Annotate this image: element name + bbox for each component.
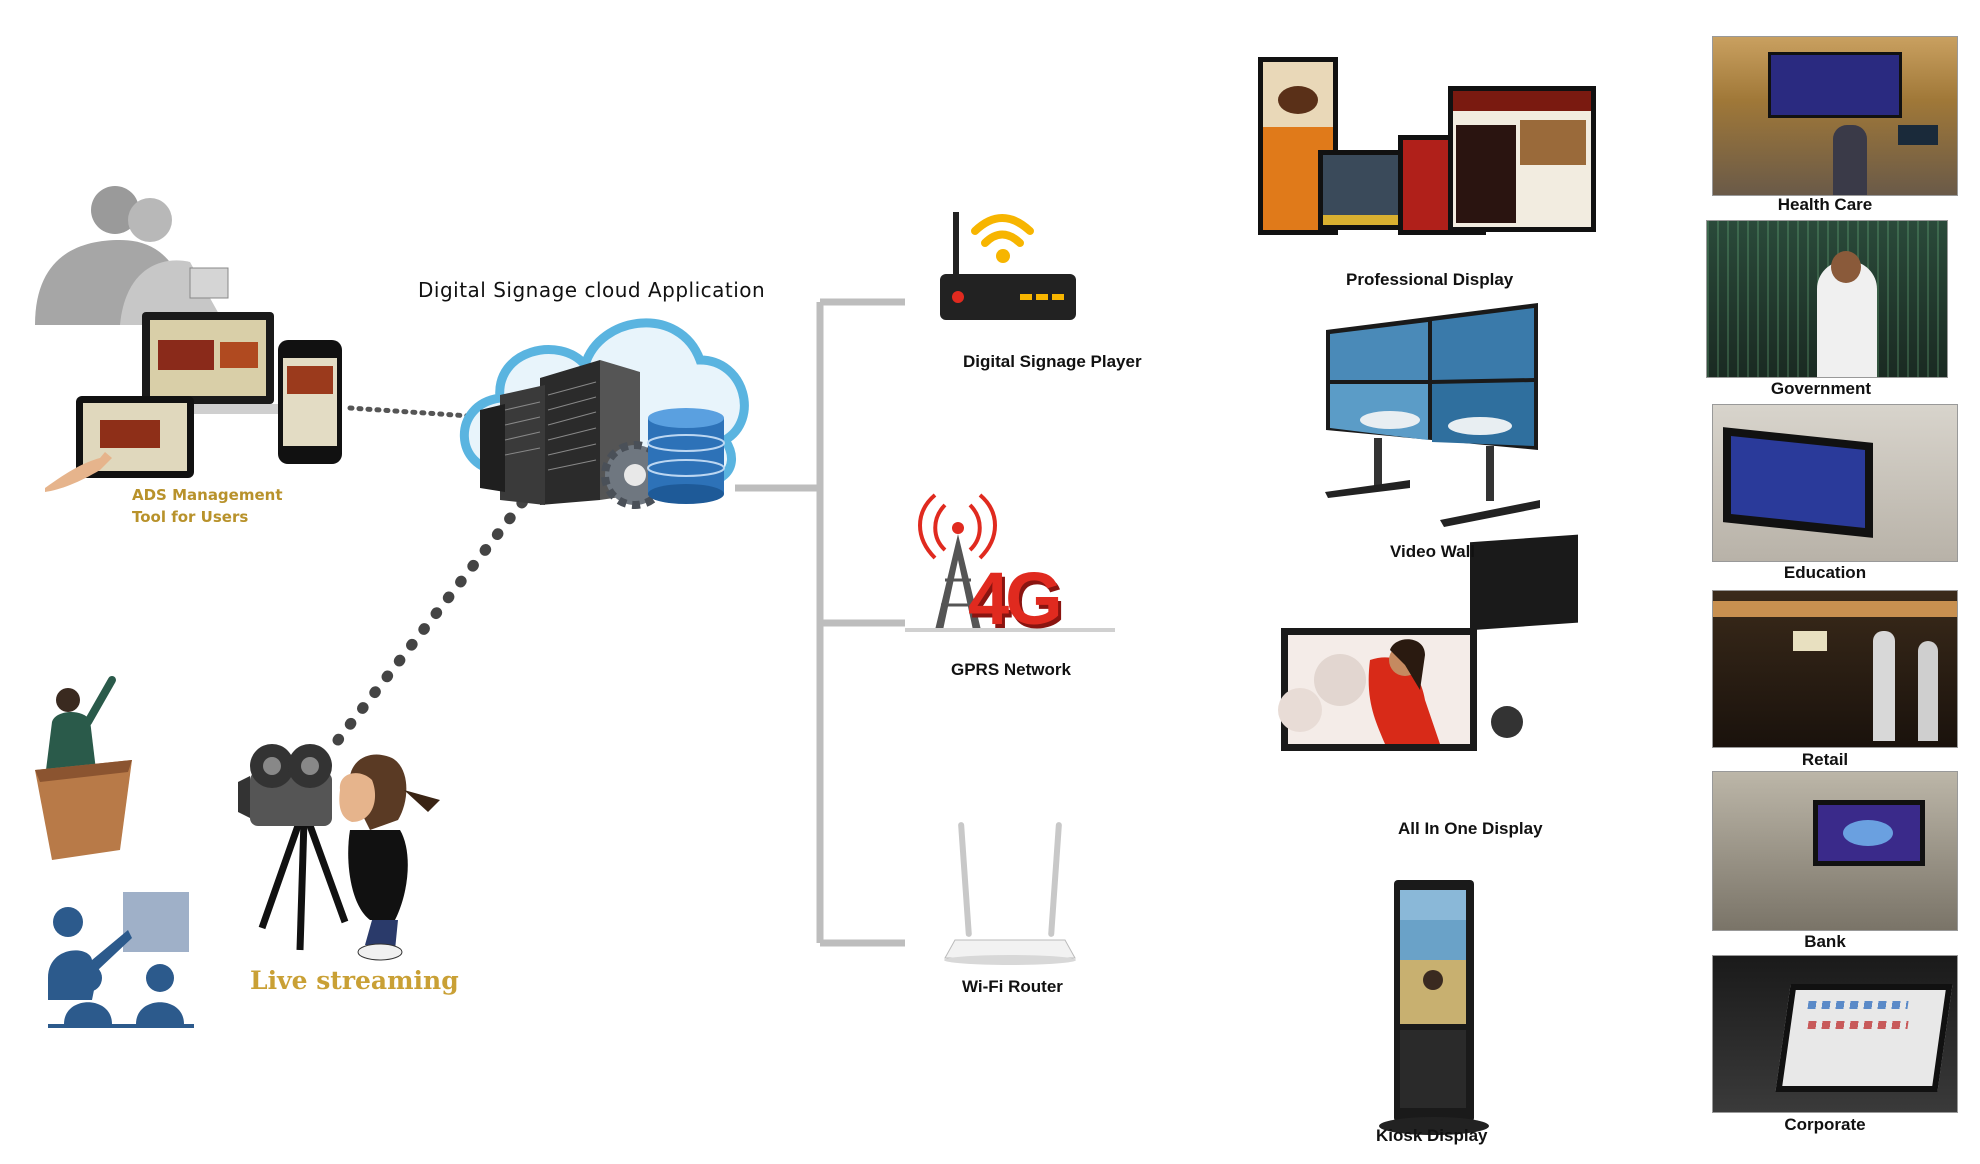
health-care-photo bbox=[1712, 36, 1958, 196]
corporate-photo bbox=[1712, 955, 1958, 1113]
all-in-one-display-icon bbox=[1278, 534, 1578, 751]
network-bracket bbox=[735, 298, 905, 947]
all-in-one-display-label: All In One Display bbox=[1398, 819, 1543, 838]
video-wall-label: Video Wall bbox=[1390, 542, 1476, 561]
government-label: Government bbox=[1770, 379, 1872, 398]
retail-photo bbox=[1712, 590, 1958, 748]
professional-display-label: Professional Display bbox=[1346, 270, 1514, 289]
dotted-connector-ads bbox=[347, 405, 473, 419]
badge-4g: 4G bbox=[968, 557, 1063, 640]
ads-devices-icon bbox=[35, 186, 342, 492]
cell-tower-4g-icon bbox=[905, 493, 1115, 632]
cloud-server-icon bbox=[459, 318, 749, 509]
wifi-router-icon bbox=[944, 822, 1076, 965]
gprs-network-label: GPRS Network bbox=[951, 660, 1071, 679]
digital-signage-player-label: Digital Signage Player bbox=[963, 352, 1142, 371]
education-label: Education bbox=[1783, 563, 1867, 582]
corporate-label: Corporate bbox=[1784, 1115, 1866, 1134]
cloud-app-title: Digital Signage cloud Application bbox=[418, 278, 766, 302]
presenter-icon bbox=[35, 676, 132, 860]
government-photo bbox=[1706, 220, 1948, 378]
ads-label-line2: Tool for Users bbox=[132, 508, 249, 526]
bank-label: Bank bbox=[1804, 932, 1846, 951]
bank-photo bbox=[1712, 771, 1958, 931]
kiosk-display-icon bbox=[1379, 880, 1489, 1135]
dotted-connector-live bbox=[332, 489, 534, 746]
professional-display-icon bbox=[1258, 57, 1596, 235]
classroom-icon bbox=[48, 892, 194, 1028]
player-router-icon bbox=[940, 212, 1076, 320]
wifi-router-label: Wi-Fi Router bbox=[962, 977, 1063, 996]
camera-operator-icon bbox=[238, 744, 440, 961]
health-care-label: Health Care bbox=[1777, 195, 1873, 214]
education-photo bbox=[1712, 404, 1958, 562]
retail-label: Retail bbox=[1801, 750, 1849, 769]
kiosk-display-label: Kiosk Display bbox=[1376, 1126, 1488, 1145]
live-streaming-label: Live streaming bbox=[250, 966, 459, 995]
ads-management-label: ADS Management Tool for Users bbox=[132, 484, 283, 528]
ads-label-line1: ADS Management bbox=[132, 486, 283, 504]
video-wall-icon bbox=[1325, 303, 1540, 527]
